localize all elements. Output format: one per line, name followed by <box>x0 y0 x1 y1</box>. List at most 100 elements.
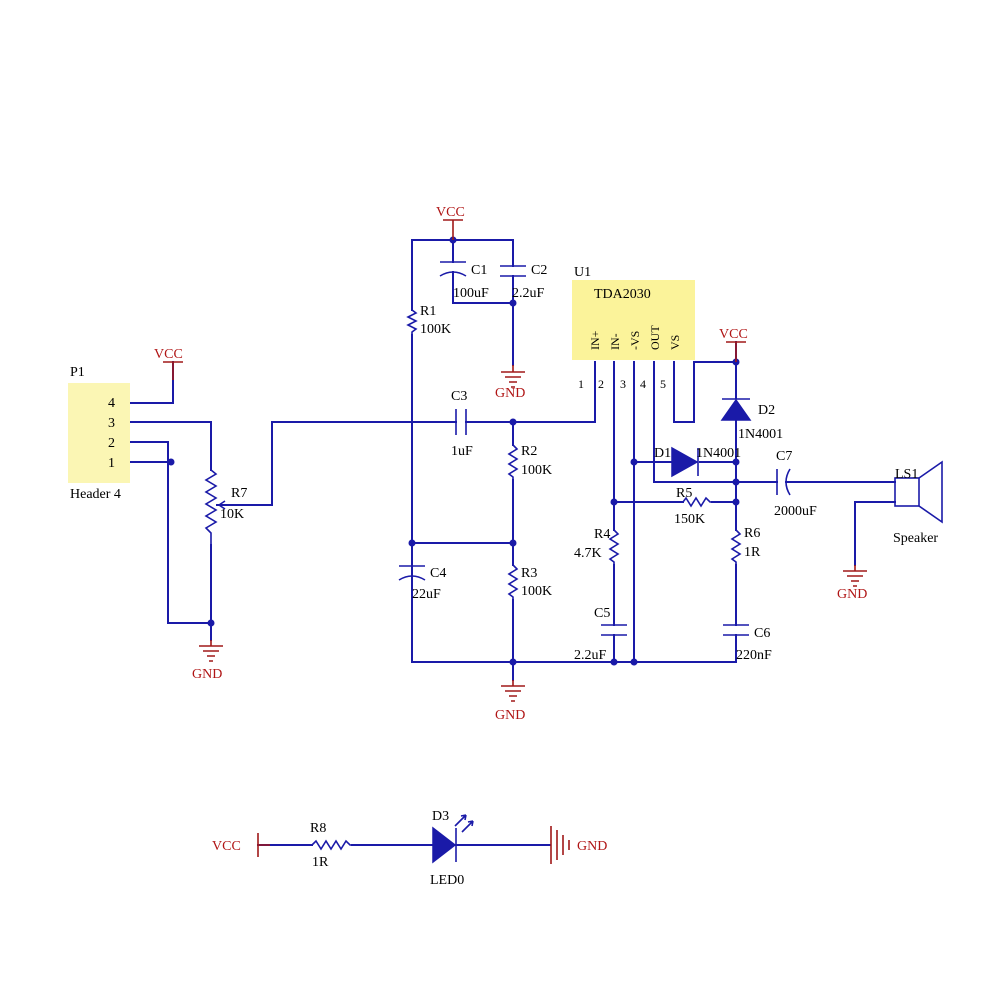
r3-resistor: R3 100K <box>507 564 552 600</box>
junction-dot <box>732 458 740 466</box>
vcc-symbol-c1c2: VCC <box>436 205 465 240</box>
gnd-label: GND <box>495 386 525 401</box>
u1-tda2030: U1 TDA2030 IN+ IN- -VS OUT VS 1 2 3 4 5 <box>572 265 695 391</box>
vcc-label: VCC <box>719 327 748 342</box>
c7-value: 2000uF <box>774 504 817 519</box>
ls1-value: Speaker <box>893 531 938 546</box>
d3-value: LED0 <box>430 873 464 888</box>
junction-dot <box>207 619 215 627</box>
r2-resistor: R2 100K <box>507 444 552 480</box>
r4-ref: R4 <box>594 527 610 542</box>
c6-value: 220nF <box>736 648 772 663</box>
r8-resistor: R8 1R <box>310 821 352 870</box>
r1-ref: R1 <box>420 304 436 319</box>
p1-pin-4: 4 <box>108 396 115 411</box>
r4-value: 4.7K <box>574 546 602 561</box>
p1-value: Header 4 <box>70 487 121 502</box>
u1-pin-name-3: -VS <box>628 331 642 350</box>
junction-dot <box>732 478 740 486</box>
c5-ref: C5 <box>594 606 610 621</box>
c6-ref: C6 <box>754 626 770 641</box>
gnd-label: GND <box>837 587 867 602</box>
ls1-ref: LS1 <box>895 467 918 482</box>
r6-resistor: R6 1R <box>730 526 761 565</box>
r6-value: 1R <box>744 545 761 560</box>
u1-pin-name-4: OUT <box>648 325 662 350</box>
speaker-coil <box>894 477 920 507</box>
junction-dot <box>509 658 517 666</box>
r1-resistor: R1 100K <box>406 304 451 337</box>
junction-dot <box>167 458 175 466</box>
d3-ref: D3 <box>432 809 449 824</box>
gnd-label: GND <box>192 667 222 682</box>
u1-pin-name-5: VS <box>668 335 682 350</box>
junction-dot <box>408 539 416 547</box>
u1-pin-number-1: 1 <box>578 377 584 391</box>
r6-ref: R6 <box>744 526 760 541</box>
u1-body <box>572 280 695 360</box>
r7-ref: R7 <box>231 486 247 501</box>
junction-dot <box>732 498 740 506</box>
junction-dot <box>509 418 517 426</box>
r1-value: 100K <box>420 322 451 337</box>
p1-body <box>68 383 130 483</box>
r3-value: 100K <box>521 584 552 599</box>
gnd-label: GND <box>495 708 525 723</box>
c4-value: 22uF <box>412 587 441 602</box>
d1-diode: D1 1N4001 <box>654 446 741 478</box>
r2-value: 100K <box>521 463 552 478</box>
r5-value: 150K <box>674 512 705 527</box>
gnd-symbol-c2: GND <box>495 365 525 401</box>
gnd-symbol-led: GND <box>550 826 607 864</box>
vcc-symbol-led: VCC <box>212 833 270 857</box>
c4-capacitor: C4 22uF <box>398 565 446 602</box>
c1-capacitor: C1 100uF <box>439 261 489 301</box>
junction-dot <box>630 458 638 466</box>
c2-ref: C2 <box>531 263 547 278</box>
c6-capacitor: C6 220nF <box>723 624 772 663</box>
u1-pin-number-4: 4 <box>640 377 646 391</box>
ls1-speaker: LS1 Speaker <box>893 460 943 546</box>
junction-dot <box>610 658 618 666</box>
gnd-symbol-speaker: GND <box>837 565 867 602</box>
wires <box>129 239 896 846</box>
junction-dot <box>509 299 517 307</box>
r5-resistor: R5 150K <box>674 486 712 527</box>
r5-ref: R5 <box>676 486 692 501</box>
junctions <box>167 236 740 666</box>
gnd-label: GND <box>577 839 607 854</box>
r7-potentiometer: R7 10K <box>204 469 247 545</box>
junction-dot <box>630 658 638 666</box>
c1-value: 100uF <box>453 286 489 301</box>
c2-capacitor: C2 2.2uF <box>500 263 547 301</box>
c7-capacitor: C7 2000uF <box>774 449 817 519</box>
d2-ref: D2 <box>758 403 775 418</box>
vcc-label: VCC <box>436 205 465 220</box>
c3-capacitor: C3 1uF <box>451 389 473 459</box>
c7-ref: C7 <box>776 449 792 464</box>
p1-ref: P1 <box>70 365 85 380</box>
u1-pin-number-5: 5 <box>660 377 666 391</box>
p1-pin-3: 3 <box>108 416 115 431</box>
c5-capacitor: C5 2.2uF <box>574 606 627 663</box>
d2-diode: D2 1N4001 <box>720 398 783 442</box>
p1-header: P1 Header 4 4 3 2 1 <box>68 365 130 502</box>
r7-value: 10K <box>220 507 244 522</box>
c5-value: 2.2uF <box>574 648 607 663</box>
r2-ref: R2 <box>521 444 537 459</box>
c2-value: 2.2uF <box>512 286 545 301</box>
u1-pin-number-3: 3 <box>620 377 626 391</box>
c1-ref: C1 <box>471 263 487 278</box>
p1-pin-2: 2 <box>108 436 115 451</box>
junction-dot <box>610 498 618 506</box>
d3-led: D3 LED0 <box>430 809 474 888</box>
vcc-symbol-p1: VCC <box>154 347 183 380</box>
c4-ref: C4 <box>430 566 446 581</box>
junction-dot <box>509 539 517 547</box>
d1-ref: D1 <box>654 446 671 461</box>
vcc-label: VCC <box>154 347 183 362</box>
p1-pin-1: 1 <box>108 456 115 471</box>
c3-ref: C3 <box>451 389 467 404</box>
r8-ref: R8 <box>310 821 326 836</box>
